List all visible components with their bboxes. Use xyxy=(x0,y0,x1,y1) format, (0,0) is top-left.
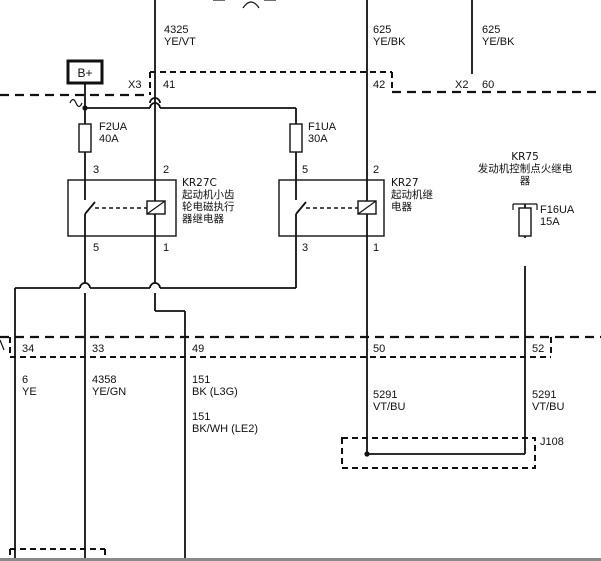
relay-kr27c-desc-3: 器继电器 xyxy=(182,212,224,225)
fuse-f1ua-name: F1UA xyxy=(308,121,337,133)
connector-x2-pin-60: 60 xyxy=(482,79,494,91)
relay-kr75-desc-1: 发动机控制点火继电 xyxy=(478,162,573,175)
connector-x2-name: X2 xyxy=(455,79,468,91)
relay-kr27c-pin-5: 5 xyxy=(93,242,99,254)
relay-kr27-desc-1: 起动机继 xyxy=(391,188,433,201)
top-partial-component xyxy=(213,0,473,74)
wire-151-le2-circuit: 151 xyxy=(192,411,210,423)
relay-kr75-desc-2: 器 xyxy=(520,175,531,187)
splice-j108-label: J108 xyxy=(540,436,564,448)
wire-5291b-circuit: 5291 xyxy=(532,389,556,401)
relay-kr27c-desc-1: 起动机小齿 xyxy=(182,188,235,201)
relay-kr27-pin-3: 3 xyxy=(302,242,308,254)
connector-x3-pin-42: 42 xyxy=(373,79,385,91)
connector-pin-50: 50 xyxy=(373,343,385,355)
fuse-f16ua-name: F16UA xyxy=(540,204,575,216)
wire-6-color: YE xyxy=(22,386,37,398)
battery-positive-box: B+ xyxy=(66,59,104,92)
relay-kr27-pin-1: 1 xyxy=(373,242,379,254)
connector-pin-52: 52 xyxy=(532,343,544,355)
fuse-f2ua-rating: 40A xyxy=(99,133,119,145)
relay-kr27-id: KR27 xyxy=(391,177,419,189)
relay-kr27c-id: KR27C xyxy=(182,177,217,189)
relay-kr27 xyxy=(278,179,385,237)
connector-pin-49: 49 xyxy=(192,343,204,355)
relay-kr27c-pin-1: 1 xyxy=(163,242,169,254)
wire-625b-circuit: 625 xyxy=(482,24,500,36)
relay-kr27c-desc-2: 轮电磁执行 xyxy=(182,200,235,213)
wire-4358-color: YE/GN xyxy=(92,386,126,398)
connector-x3-name: X3 xyxy=(128,79,141,91)
wire-4325-color: YE/VT xyxy=(164,36,196,48)
connector-bottom-boundary xyxy=(0,335,601,358)
splice-j108 xyxy=(341,437,536,469)
wire-151-l3g-circuit: 151 xyxy=(192,374,210,386)
relay-kr27c xyxy=(67,179,177,237)
connector-pin-33: 33 xyxy=(92,343,104,355)
connector-pin-34: 34 xyxy=(22,343,34,355)
wire-network xyxy=(14,0,526,561)
fuse-f1ua-rating: 30A xyxy=(308,133,328,145)
bottom-edge-bar xyxy=(0,558,601,561)
relay-kr75-id: KR75 xyxy=(511,151,539,163)
fuse-f1ua xyxy=(289,123,303,153)
wire-6-circuit: 6 xyxy=(22,374,28,386)
relay-kr27-pin-2: 2 xyxy=(373,164,379,176)
relay-kr27c-pin-3: 3 xyxy=(93,164,99,176)
wire-625b-color: YE/BK xyxy=(482,36,515,48)
wire-5291-color: VT/BU xyxy=(373,401,405,413)
wire-4325-circuit: 4325 xyxy=(164,24,188,36)
wire-151-le2-color: BK/WH (LE2) xyxy=(192,423,258,435)
wire-625-color: YE/BK xyxy=(373,36,406,48)
wire-5291b-color: VT/BU xyxy=(532,401,564,413)
fuse-f16ua-rating: 15A xyxy=(540,216,560,228)
wire-4358-circuit: 4358 xyxy=(92,374,116,386)
relay-kr27-pin-5: 5 xyxy=(302,164,308,176)
wire-625-circuit: 625 xyxy=(373,24,391,36)
wire-151-l3g-color: BK (L3G) xyxy=(192,386,238,398)
connector-x3-x2-boundary xyxy=(0,71,601,97)
connector-x3-pin-41: 41 xyxy=(163,79,175,91)
fuse-f2ua-name: F2UA xyxy=(99,121,128,133)
battery-positive-label: B+ xyxy=(77,66,92,80)
wire-5291-circuit: 5291 xyxy=(373,389,397,401)
relay-kr27c-pin-2: 2 xyxy=(163,164,169,176)
fuse-f16ua xyxy=(512,203,538,237)
fuse-f2ua xyxy=(78,123,92,153)
relay-kr27-desc-2: 电器 xyxy=(391,200,412,213)
